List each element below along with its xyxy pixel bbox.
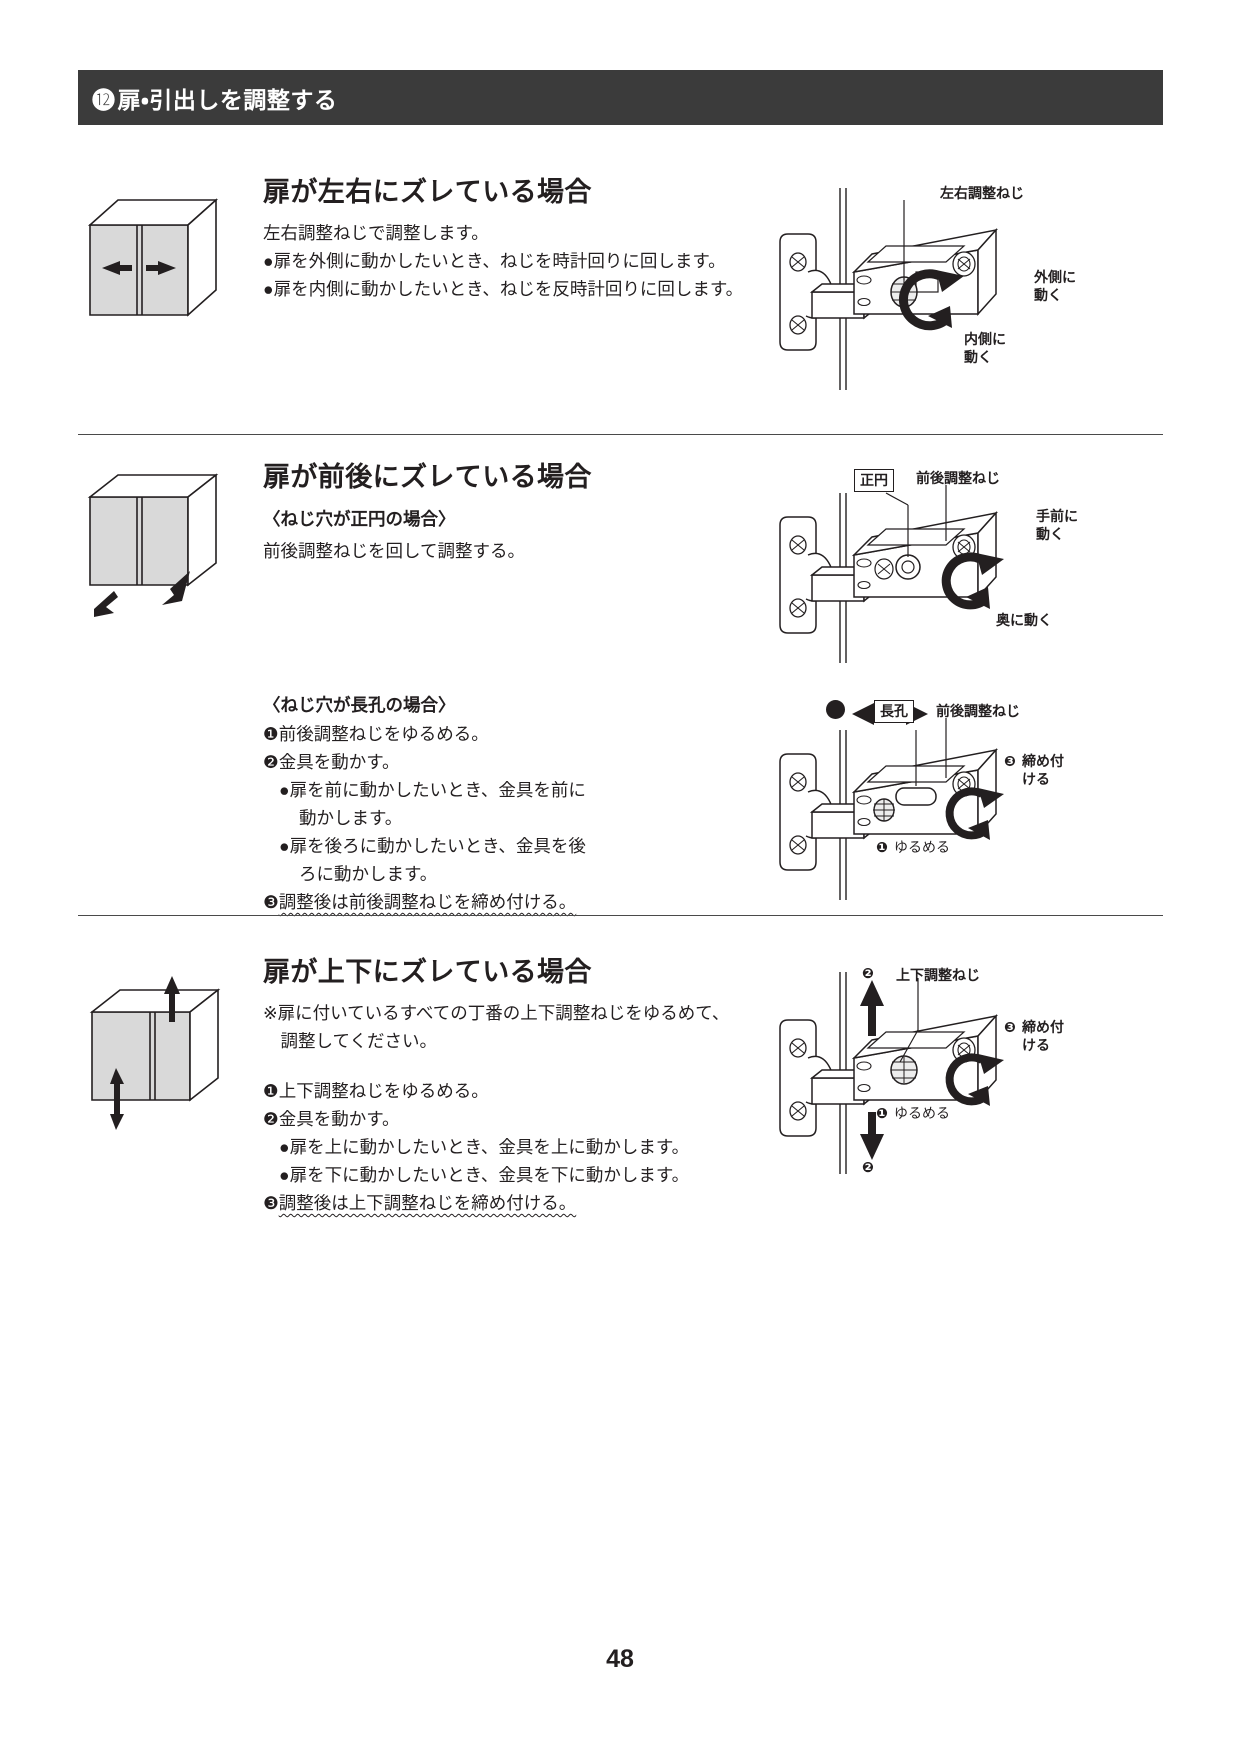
step-text: 扉を上に動かしたいとき、金具を上に動かします。 xyxy=(289,1137,690,1157)
hinge-diagram-slot-hole: ❷ 長孔 前後調整ねじ 締め付 ける ❸ ゆるめる ❶ xyxy=(768,690,1068,905)
cabinet-illustration-up-down xyxy=(80,964,270,1134)
step-text: 調整後は上下調整ねじを締め付ける。 xyxy=(278,1193,577,1213)
section-title: 扉が上下にズレている場合 xyxy=(263,957,592,987)
step-item: ●扉を上に動かしたいとき、金具を上に動かします。 xyxy=(263,1133,729,1161)
step-item: ●扉を前に動かしたいとき、金具を前に xyxy=(263,776,586,804)
hinge-label-screw: 前後調整ねじ xyxy=(916,470,1000,486)
step-badge-2: ❷ xyxy=(826,700,845,719)
hinge-label-loosen: ゆるめる xyxy=(894,1105,950,1121)
step-number: ❶ xyxy=(263,1081,279,1101)
hinge-label-inward: 内側に 動く xyxy=(964,331,1006,365)
bullet: ● xyxy=(279,780,290,800)
hinge-label-loosen: ゆるめる xyxy=(894,839,950,855)
step-item: ●扉を下に動かしたいとき、金具を下に動かします。 xyxy=(263,1161,729,1189)
sub-heading-round-hole: 〈ねじ穴が正円の場合〉 xyxy=(263,509,456,529)
header-number-badge: ⓬ xyxy=(92,86,116,113)
step-item: ❸調整後は上下調整ねじを締め付ける。 xyxy=(263,1189,729,1217)
step-number: ❸ xyxy=(263,1193,279,1213)
step-text: 扉を後ろに動かしたいとき、金具を後 xyxy=(289,836,586,856)
step-text: 金具を動かす。 xyxy=(278,752,400,772)
hinge-label-screw: 上下調整ねじ xyxy=(896,967,980,983)
step-text: 扉を下に動かしたいとき、金具を下に動かします。 xyxy=(289,1165,690,1185)
step-item-cont: 動かします。 xyxy=(299,808,403,828)
section-divider xyxy=(78,434,1163,435)
bullet: ● xyxy=(279,836,290,856)
cabinet-illustration-front-back xyxy=(80,467,270,627)
hinge-diagram-round-hole: 正円 前後調整ねじ 手前に 動く 奥に動く xyxy=(768,463,1078,668)
body-line: ●扉を内側に動かしたいとき、ねじを反時計回りに回します。 xyxy=(263,279,744,299)
step-number: ❸ xyxy=(263,892,279,912)
hinge-label-toward-back: 奥に動く xyxy=(996,612,1052,628)
step-item: ❸調整後は前後調整ねじを締め付ける。 xyxy=(263,888,586,916)
page-title: 扉・引出しを調整する xyxy=(117,86,338,113)
hinge-label-screw: 前後調整ねじ xyxy=(936,703,1020,719)
step-badge-2-top: ❷ xyxy=(862,965,874,981)
step-item: ❷金具を動かす。 xyxy=(263,748,586,776)
page-number: 48 xyxy=(606,1645,634,1673)
step-badge-3: ❸ xyxy=(1004,1019,1016,1035)
step-badge-3: ❸ xyxy=(1004,753,1016,769)
step-badge-2-bottom: ❷ xyxy=(862,1159,874,1175)
hinge-label-toward-front: 手前に 動く xyxy=(1036,508,1078,542)
step-item-cont: ろに動かします。 xyxy=(299,864,438,884)
step-text: 扉を前に動かしたいとき、金具を前に xyxy=(289,780,586,800)
note-line: ※扉に付いているすべての丁番の上下調整ねじをゆるめて、 xyxy=(263,1003,730,1023)
body-line: 左右調整ねじで調整します。 xyxy=(263,223,489,243)
bullet: ● xyxy=(279,1137,290,1157)
hinge-diagram-left-right: 左右調整ねじ 外側に 動く 内側に 動く xyxy=(768,180,1076,395)
step-number: ❶ xyxy=(263,724,279,744)
section-title: 扉が前後にズレている場合 xyxy=(263,462,592,492)
body-line: ●扉を外側に動かしたいとき、ねじを時計回りに回します。 xyxy=(263,251,726,271)
note-line: 調整してください。 xyxy=(263,1031,437,1051)
hinge-label-tighten: 締め付 ける xyxy=(1022,1019,1064,1053)
hinge-label-outward: 外側に 動く xyxy=(1034,269,1076,303)
step-number: ❷ xyxy=(263,1109,279,1129)
hinge-label-tighten: 締め付 ける xyxy=(1022,753,1064,787)
section-divider xyxy=(78,915,1163,916)
section-title: 扉が左右にズレている場合 xyxy=(263,177,592,207)
step-item: ❶前後調整ねじをゆるめる。 xyxy=(263,720,586,748)
step-badge-1: ❶ xyxy=(876,1105,888,1121)
body-line: 前後調整ねじを回して調整する。 xyxy=(263,541,525,561)
hinge-label-screw: 左右調整ねじ xyxy=(940,185,1024,201)
sub-heading-slot-hole: 〈ねじ穴が長孔の場合〉 xyxy=(263,695,456,715)
hinge-label-hole-type: 正円 xyxy=(854,469,894,492)
section-header-bar: ⓬ 扉・引出しを調整する xyxy=(78,70,1163,125)
step-text: 調整後は前後調整ねじを締め付ける。 xyxy=(278,892,577,912)
hinge-diagram-up-down: ❷ 上下調整ねじ ❸ 締め付 ける ❶ ゆるめる ❷ xyxy=(768,962,1068,1177)
step-badge-1: ❶ xyxy=(876,839,888,855)
step-item: ❶上下調整ねじをゆるめる。 xyxy=(263,1077,729,1105)
step-text: 金具を動かす。 xyxy=(278,1109,400,1129)
step-number: ❷ xyxy=(263,752,279,772)
step-item: ●扉を後ろに動かしたいとき、金具を後 xyxy=(263,832,586,860)
hinge-label-hole-type: 長孔 xyxy=(874,700,914,723)
bullet: ● xyxy=(279,1165,290,1185)
step-item: ❷金具を動かす。 xyxy=(263,1105,729,1133)
cabinet-illustration-left-right xyxy=(80,180,260,330)
step-text: 前後調整ねじをゆるめる。 xyxy=(278,724,489,744)
step-text: 上下調整ねじをゆるめる。 xyxy=(278,1081,489,1101)
